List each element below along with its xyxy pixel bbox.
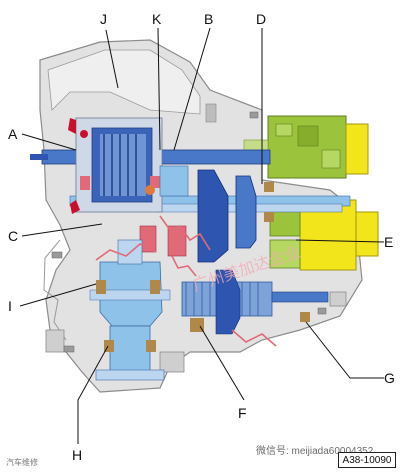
oil-passages — [95, 215, 277, 347]
callout-h: H — [72, 447, 82, 463]
callout-e: E — [384, 234, 393, 250]
callout-f: F — [238, 405, 247, 421]
leader-j — [105, 29, 119, 89]
figure-id-label: A38-10090 — [338, 452, 396, 468]
callout-b: B — [204, 11, 213, 27]
clutch-pack — [68, 117, 163, 214]
callout-d: D — [256, 11, 266, 27]
output-shaft — [181, 269, 329, 335]
leader-g — [305, 321, 384, 379]
leader-h — [77, 345, 109, 444]
callout-j: J — [100, 11, 107, 27]
leader-f — [199, 325, 245, 401]
callout-a: A — [8, 126, 18, 142]
callout-c: C — [8, 228, 18, 244]
corner-tag: 汽车维修 — [6, 458, 38, 467]
callout-labels: A B C D E F G H I J K — [8, 11, 395, 463]
callout-k: K — [152, 11, 162, 27]
callout-i: I — [8, 298, 12, 314]
leader-c — [21, 223, 103, 237]
gear-set — [139, 165, 274, 263]
green-valve-body — [243, 115, 369, 179]
differential — [89, 239, 171, 381]
leader-a — [21, 133, 77, 151]
leader-e — [295, 239, 385, 243]
wechat-watermark: 微信号: meijiada60004352 — [256, 446, 374, 457]
leader-lines — [19, 27, 385, 444]
housing-bolts — [51, 111, 327, 353]
leader-b — [173, 27, 211, 151]
leader-i — [19, 283, 97, 307]
leader-k — [157, 27, 161, 151]
callout-g: G — [384, 370, 395, 386]
